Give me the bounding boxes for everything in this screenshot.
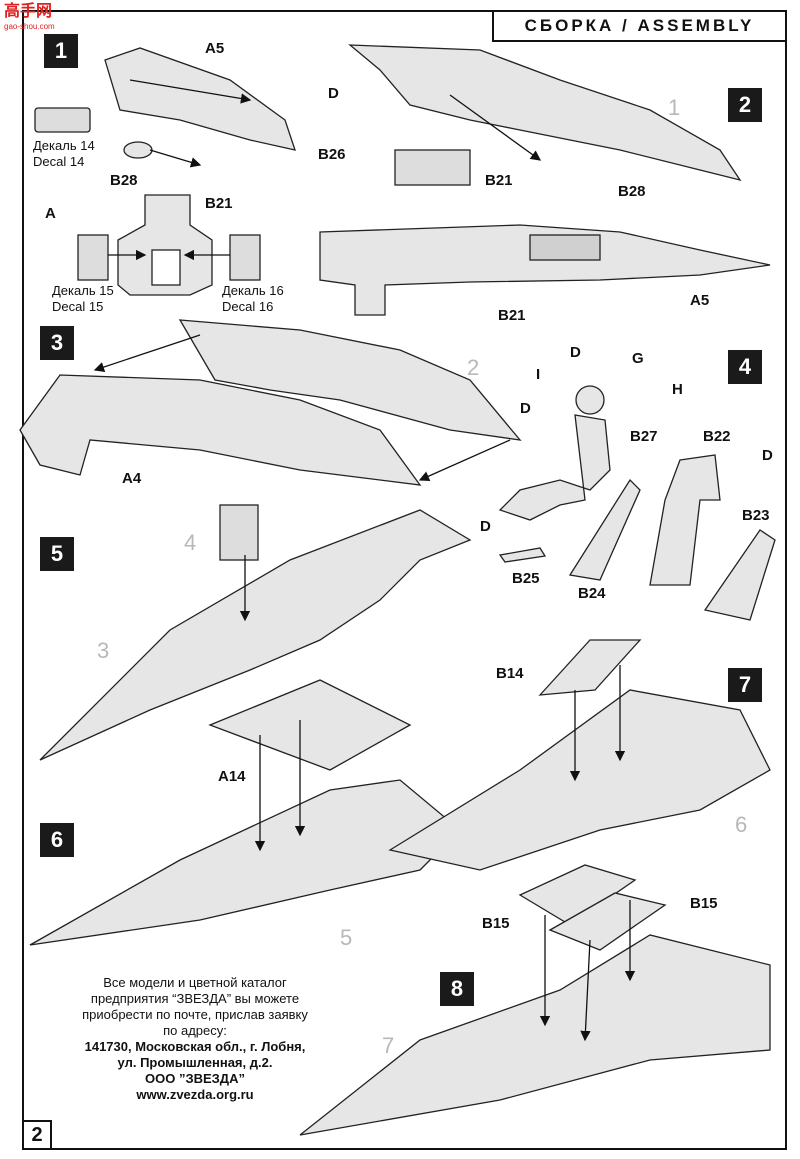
step-6-badge: 6 [40, 823, 74, 857]
part-b24 [568, 478, 641, 581]
part-a5-step2-upper [348, 44, 742, 182]
label-a5-step2: A5 [690, 292, 710, 309]
label-d4: D [480, 518, 491, 535]
watermark-subtitle: gao-shou.com [4, 22, 55, 31]
label-a4: A4 [122, 470, 142, 487]
fuselage-step8 [299, 934, 771, 1136]
label-b24: B24 [578, 585, 606, 602]
label-b15-left: B15 [482, 915, 510, 932]
step-3-badge: 3 [40, 326, 74, 360]
part-b21-panel [117, 194, 213, 296]
part-a5-step1 [104, 47, 296, 151]
step-8-badge: 8 [440, 972, 474, 1006]
ghost-number-2: 2 [467, 355, 480, 380]
decal15-ru: Декаль 15 [52, 283, 114, 298]
part-b15-a [518, 864, 637, 926]
watermark-title: 高手网 [4, 3, 53, 20]
label-b27: B27 [630, 428, 658, 445]
fuselage-step5 [39, 509, 472, 761]
label-a: A [45, 205, 56, 222]
decal-14 [34, 107, 91, 133]
info-website: www.zvezda.org.ru [136, 1087, 254, 1102]
part-a14 [208, 679, 412, 771]
label-b23: B23 [742, 507, 770, 524]
ghost-number-7: 7 [382, 1033, 395, 1058]
info-address-1: 141730, Московская обл., г. Лобня, [84, 1039, 306, 1054]
label-d-step2: D [328, 85, 339, 102]
mail-order-info: Все модели и цветной каталог предприятия… [60, 975, 330, 1103]
label-d1: D [570, 344, 581, 361]
fuselage-step6 [29, 779, 461, 946]
part-a4 [19, 374, 422, 486]
decal-16 [229, 234, 261, 281]
label-b25: B25 [512, 570, 540, 587]
decal14-ru: Декаль 14 [33, 138, 95, 153]
seat-step5 [219, 504, 259, 561]
step-4-badge: 4 [728, 350, 762, 384]
info-company: ООО ”ЗВЕЗДА” [145, 1071, 245, 1086]
decal15-en: Decal 15 [52, 299, 104, 314]
label-a5-top: A5 [205, 40, 225, 57]
label-b21-top: B21 [205, 195, 233, 212]
label-b22: B22 [703, 428, 731, 445]
label-g: G [632, 350, 644, 367]
part-upper-assembly-step3 [178, 319, 522, 441]
ghost-number-1: 1 [668, 95, 681, 120]
step-7-badge: 7 [728, 668, 762, 702]
part-b21-step2 [394, 149, 471, 186]
label-b14: B14 [496, 665, 524, 682]
label-i: I [536, 366, 541, 383]
part-b28 [123, 141, 153, 159]
label-b26: B26 [318, 146, 346, 163]
decal-15 [77, 234, 109, 281]
page-number: 2 [22, 1120, 52, 1150]
decal14-en: Decal 14 [33, 154, 85, 169]
part-b22-seat-back [649, 454, 721, 586]
info-line-1: Все модели и цветной каталог [103, 975, 287, 990]
label-a14: A14 [218, 768, 246, 785]
label-b28: B28 [110, 172, 138, 189]
ghost-number-4: 4 [184, 530, 197, 555]
part-b14 [538, 639, 642, 696]
decal16-ru: Декаль 16 [222, 283, 284, 298]
ghost-number-6: 6 [735, 812, 748, 837]
info-line-4: по адресу: [163, 1023, 227, 1038]
label-b28-step2: B28 [618, 183, 646, 200]
ghost-number-3: 3 [97, 638, 110, 663]
pilot-figure [498, 414, 611, 521]
part-b25 [498, 547, 547, 563]
decal16-en: Decal 16 [222, 299, 274, 314]
label-b21-step2a: B21 [485, 172, 513, 189]
step-5-badge: 5 [40, 537, 74, 571]
fuselage-step7 [388, 689, 771, 871]
label-d3: D [762, 447, 773, 464]
page-title: СБОРКА / ASSEMBLY [492, 10, 787, 42]
part-a5-step2-lower [319, 224, 771, 316]
ghost-number-5: 5 [340, 925, 353, 950]
label-h: H [672, 381, 683, 398]
pilot-helmet [575, 385, 605, 415]
page-frame [22, 10, 787, 1150]
step-1-badge: 1 [44, 34, 78, 68]
info-line-2: предприятия “ЗВЕЗДА” вы можете [90, 991, 300, 1006]
label-b21-step2b: B21 [498, 307, 526, 324]
info-line-3: приобрести по почте, прислав заявку [82, 1007, 308, 1022]
part-b23 [703, 529, 776, 621]
step-2-badge: 2 [728, 88, 762, 122]
part-b15-b [548, 892, 667, 951]
label-d2: D [520, 400, 531, 417]
label-b15-right: B15 [690, 895, 718, 912]
info-address-2: ул. Промышленная, д.2. [117, 1055, 273, 1070]
